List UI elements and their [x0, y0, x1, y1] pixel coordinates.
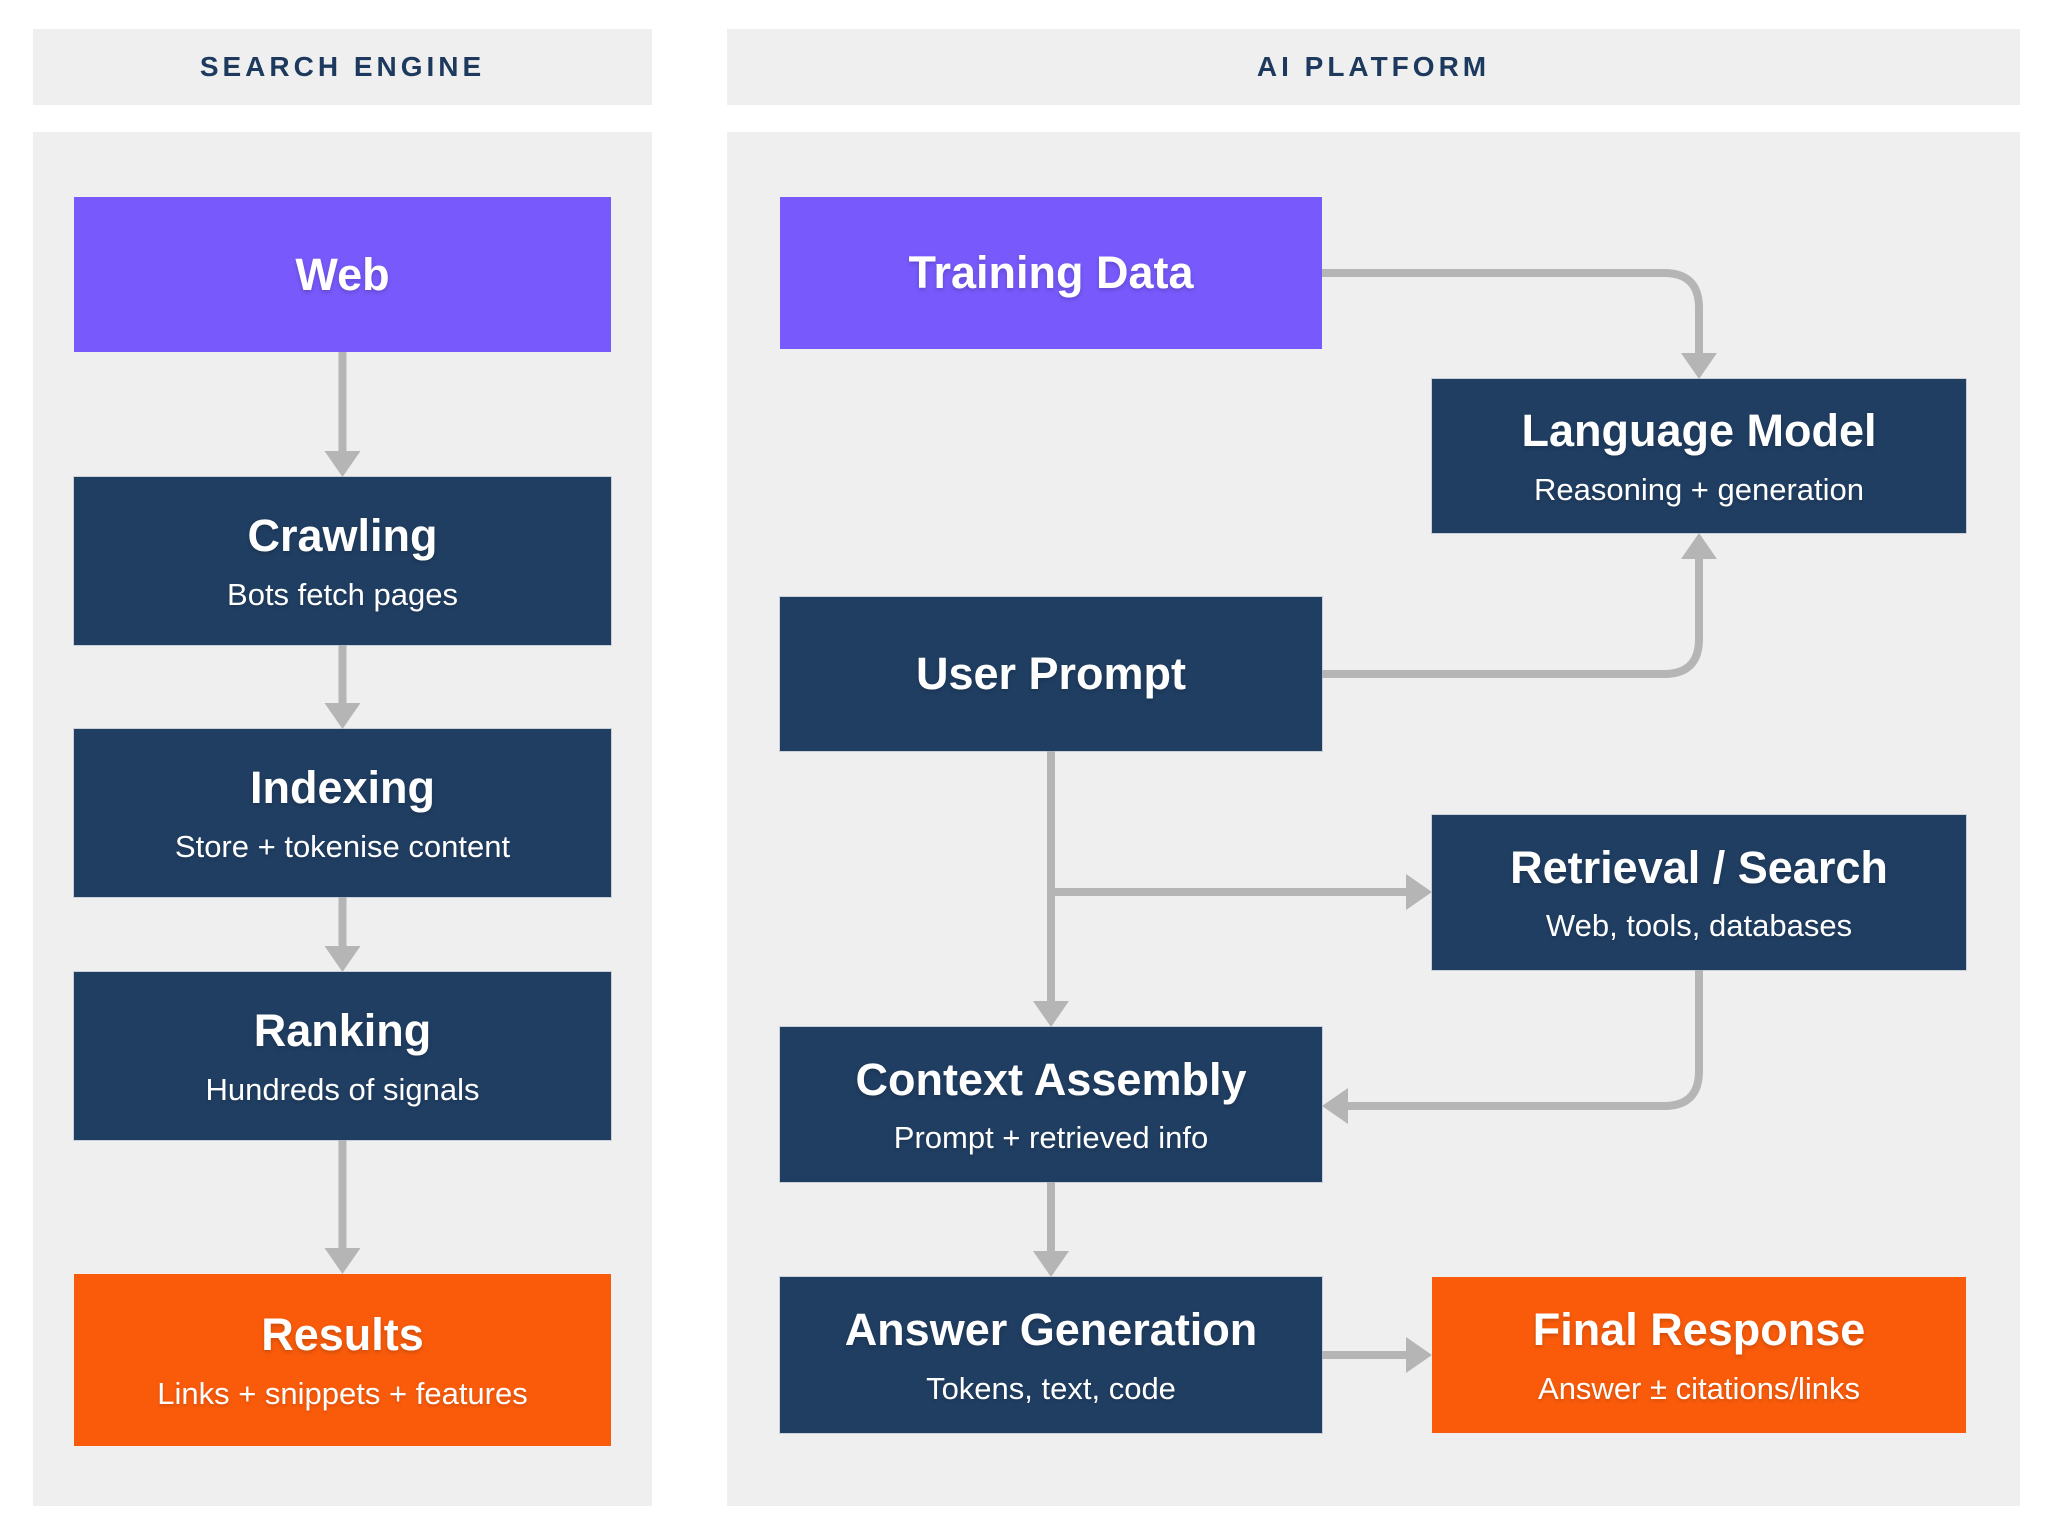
node-training-data: Training Data: [780, 197, 1322, 349]
search-engine-header: SEARCH ENGINE: [33, 29, 652, 105]
node-answer-generation-subtitle: Tokens, text, code: [926, 1370, 1176, 1406]
node-context-assembly-title: Context Assembly: [855, 1053, 1247, 1105]
node-final-response-subtitle: Answer ± citations/links: [1538, 1370, 1860, 1406]
node-ranking: Ranking Hundreds of signals: [74, 972, 611, 1140]
connector-user-prompt-to-context-assembly: [1033, 751, 1069, 1027]
search-engine-panel: Web Crawling Bots fetch pages Indexing S…: [33, 132, 652, 1506]
connector-web-to-crawling: [324, 352, 361, 477]
node-language-model: Language Model Reasoning + generation: [1432, 379, 1966, 533]
node-crawling-title: Crawling: [247, 510, 438, 562]
node-web-title: Web: [295, 248, 390, 300]
node-answer-generation: Answer Generation Tokens, text, code: [780, 1277, 1322, 1433]
connector-ranking-to-results: [324, 1140, 361, 1274]
connector-answer-generation-to-final-response: [1322, 1337, 1432, 1373]
node-context-assembly-subtitle: Prompt + retrieved info: [893, 1120, 1209, 1156]
node-language-model-subtitle: Reasoning + generation: [1533, 471, 1865, 507]
connector-training-data-to-language-model: [1322, 269, 1717, 379]
node-final-response-title: Final Response: [1532, 1304, 1866, 1356]
node-crawling: Crawling Bots fetch pages: [74, 477, 611, 645]
connector-retrieval-search-to-context-assembly: [1322, 970, 1703, 1124]
node-context-assembly: Context Assembly Prompt + retrieved info: [780, 1027, 1322, 1182]
ai-platform-panel: Training Data Language Model Reasoning +…: [727, 132, 2020, 1506]
node-crawling-subtitle: Bots fetch pages: [227, 576, 458, 612]
node-user-prompt: User Prompt: [780, 597, 1322, 751]
node-indexing-title: Indexing: [249, 762, 435, 814]
connector-crawling-to-indexing: [324, 645, 361, 729]
node-results-title: Results: [261, 1309, 424, 1361]
node-retrieval-search: Retrieval / Search Web, tools, databases: [1432, 815, 1966, 970]
node-web: Web: [74, 197, 611, 352]
node-ranking-title: Ranking: [253, 1005, 432, 1057]
search-engine-header-label: SEARCH ENGINE: [199, 51, 486, 82]
node-indexing: Indexing Store + tokenise content: [74, 729, 611, 897]
connector-user-prompt-to-language-model: [1322, 533, 1717, 678]
connector-indexing-to-ranking: [324, 897, 361, 972]
node-user-prompt-title: User Prompt: [915, 648, 1187, 700]
ai-platform-header: AI PLATFORM: [727, 29, 2020, 105]
node-ranking-subtitle: Hundreds of signals: [205, 1071, 480, 1107]
node-retrieval-search-title: Retrieval / Search: [1510, 841, 1888, 893]
ai-platform-connectors: [1033, 269, 1717, 1373]
connector-user-prompt-to-retrieval-search: [1051, 874, 1432, 910]
connector-context-assembly-to-answer-generation: [1033, 1182, 1069, 1277]
node-language-model-title: Language Model: [1521, 405, 1877, 457]
node-retrieval-search-subtitle: Web, tools, databases: [1545, 908, 1853, 944]
ai-platform-header-label: AI PLATFORM: [1256, 51, 1491, 82]
node-final-response: Final Response Answer ± citations/links: [1432, 1277, 1966, 1433]
node-results: Results Links + snippets + features: [74, 1274, 611, 1446]
node-results-subtitle: Links + snippets + features: [157, 1375, 528, 1411]
node-training-data-title: Training Data: [908, 247, 1194, 299]
search-engine-connectors: [324, 352, 361, 1274]
node-answer-generation-title: Answer Generation: [844, 1304, 1258, 1356]
node-indexing-subtitle: Store + tokenise content: [174, 828, 511, 864]
